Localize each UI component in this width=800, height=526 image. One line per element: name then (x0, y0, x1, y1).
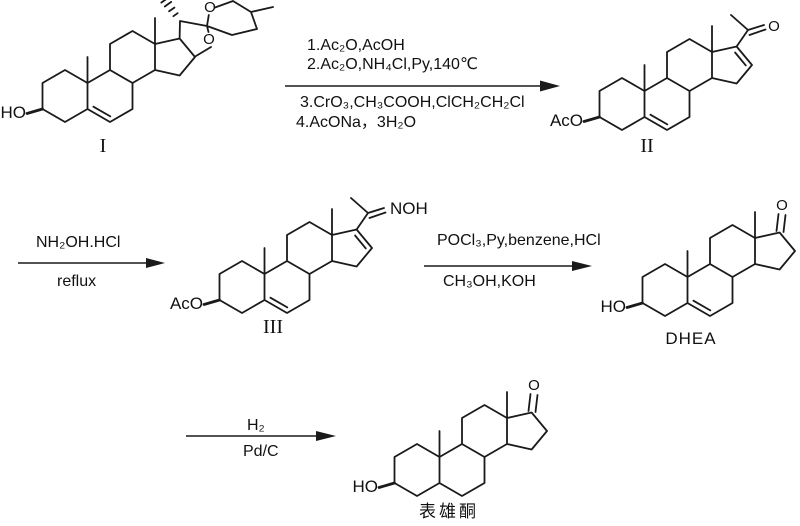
hydroxyl-label: HO (1, 103, 27, 122)
arrow-head-icon (146, 258, 165, 268)
acetoxy-label: AcO (170, 294, 203, 313)
hydroxyl-label: HO (353, 477, 379, 496)
structure-caption: III (263, 316, 283, 338)
c17-ketone-bonds (775, 213, 787, 233)
ketone-oxygen-label: O (768, 18, 780, 35)
structure-diosgenin: HO O O I (1, 0, 274, 157)
arrow-head-icon (316, 431, 336, 441)
structure-oxime: AcO NOH III (170, 197, 428, 338)
structure-dhea: HO O DHEA (601, 197, 796, 348)
reaction-arrow-2: NH₂OH.HCl reflux (18, 234, 165, 290)
hashed-methyl-bond (160, 0, 179, 18)
c3-acetoxy-bond (202, 298, 221, 306)
double-bond-delta5 (649, 113, 669, 126)
conditions-line-3: 3.CrO₃,CH₃COOH,ClCH₂CH₂Cl (300, 94, 525, 111)
ring-e-oxygen-label: O (203, 31, 215, 48)
structure-caption: I (100, 135, 107, 157)
structure-caption: DHEA (665, 329, 716, 348)
reaction-arrow-4: H₂ Pd/C (186, 417, 336, 460)
conditions-above: POCl₃,Py,benzene,HCl (437, 232, 601, 249)
hydroxyl-label: HO (601, 297, 627, 316)
steroid-skeleton (41, 17, 196, 123)
conditions-below: reflux (57, 273, 96, 290)
arrow-head-icon (540, 80, 560, 92)
structure-caption: 表雄酮 (419, 502, 479, 521)
arrow-head-icon (572, 261, 592, 271)
structure-dpa: AcO O II (550, 14, 780, 157)
c17-ketone-bonds (527, 393, 539, 413)
c3-hydroxyl-bond (625, 301, 644, 309)
ketone-oxygen-label: O (528, 377, 540, 394)
double-bond-delta5 (92, 105, 112, 118)
double-bond-delta5 (269, 296, 289, 309)
double-bond-delta5 (692, 299, 712, 312)
reaction-arrow-1: 1.Ac₂O,AcOH 2.Ac₂O,NH₄Cl,Py,140℃ 3.CrO₃,… (285, 37, 560, 131)
conditions-below: Pd/C (243, 443, 279, 460)
conditions-line-1: 1.Ac₂O,AcOH (307, 37, 405, 54)
acetoxy-label: AcO (550, 111, 583, 130)
steroid-skeleton (218, 208, 373, 314)
structure-caption: II (640, 135, 653, 157)
conditions-line-2: 2.Ac₂O,NH₄Cl,Py,140℃ (307, 56, 478, 73)
acetyl-group-bonds (730, 14, 767, 48)
steroid-skeleton (598, 25, 753, 131)
ketone-oxygen-label: O (776, 197, 788, 214)
spiroketal-ring-bonds (178, 0, 274, 57)
conditions-line-4: 4.AcONa，3H₂O (296, 114, 416, 131)
conditions-above: H₂ (247, 417, 265, 434)
oxime-label: NOH (390, 199, 428, 218)
structure-epiandrosterone: HO O 表雄酮 (353, 377, 548, 521)
conditions-above: NH₂OH.HCl (36, 234, 120, 251)
c3-hydroxyl-bond (377, 481, 396, 489)
ring-f-oxygen-label: O (204, 0, 216, 16)
steroid-skeleton (393, 391, 548, 497)
c3-hydroxyl-bond (25, 107, 44, 115)
c3-acetoxy-bond (582, 115, 601, 123)
steroid-skeleton (641, 211, 796, 317)
oxime-group-bonds (350, 197, 387, 231)
conditions-below: CH₃OH,KOH (443, 273, 536, 290)
reaction-arrow-3: POCl₃,Py,benzene,HCl CH₃OH,KOH (424, 232, 601, 290)
